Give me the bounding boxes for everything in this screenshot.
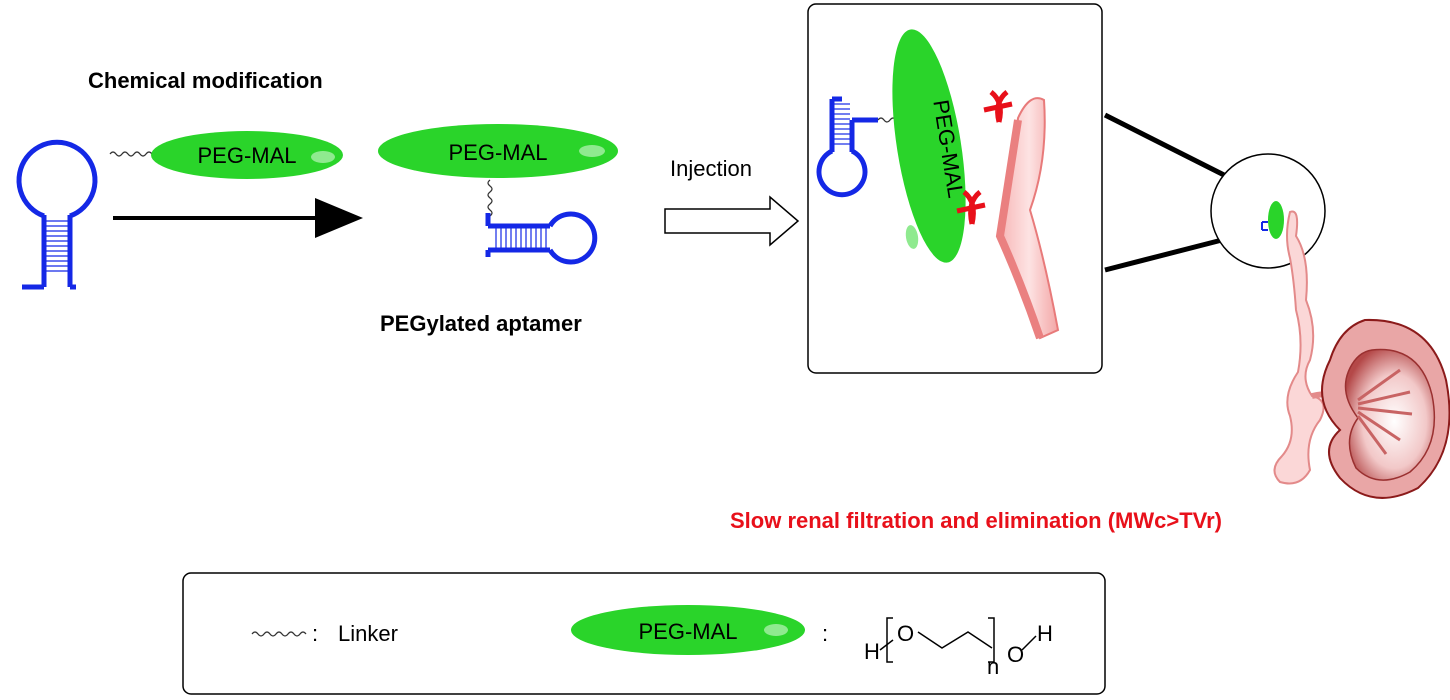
kidney-icon [1321, 318, 1450, 499]
peg-mal-label-reagent: PEG-MAL [197, 143, 296, 168]
legend-separator: : [312, 621, 318, 646]
linker-squiggle [487, 179, 493, 217]
svg-text:n: n [987, 654, 999, 679]
aptamer-hairpin-product [485, 211, 598, 265]
pegylated-aptamer-label: PEGylated aptamer [380, 311, 582, 336]
peg-mini-icon [1268, 201, 1284, 239]
renal-tubule [1273, 210, 1325, 485]
aptamer-hairpin-left [16, 139, 98, 290]
injection-arrow [664, 195, 800, 247]
svg-text:H: H [1037, 621, 1053, 646]
legend-peg-mal-label: PEG-MAL [638, 619, 737, 644]
aptamer-mini-icon [1261, 221, 1268, 231]
chemical-modification-label: Chemical modification [88, 68, 323, 93]
aptamer-hairpin-box [816, 96, 878, 198]
injection-label: Injection [670, 156, 752, 181]
linker-squiggle [109, 151, 153, 157]
vessel-stripe [995, 119, 1044, 340]
peg-highlight [764, 624, 788, 636]
legend-peg-mal-ellipse [571, 605, 805, 655]
peg-highlight [905, 225, 919, 249]
peg-highlight [311, 151, 335, 163]
svg-text:O: O [1007, 642, 1024, 667]
peg-mal-ellipse-reagent [151, 131, 343, 179]
magnifier-circle [1210, 153, 1326, 269]
svg-text:H: H [864, 639, 880, 664]
legend-linker-label: Linker [338, 621, 398, 646]
peg-structural-formula: H O n O H [864, 617, 1053, 679]
zoom-connector-top [1103, 112, 1230, 180]
receptor-icon [983, 90, 1013, 123]
receptor-icon [956, 190, 986, 225]
zoom-connector-bottom [1104, 237, 1223, 273]
slow-renal-filtration-label: Slow renal filtration and elimination (M… [730, 508, 1222, 533]
svg-text:O: O [897, 621, 914, 646]
peg-mal-ellipse-product [378, 124, 618, 178]
peg-highlight [579, 145, 605, 157]
legend-linker-squiggle [251, 631, 307, 637]
peg-mal-ellipse-box [892, 29, 966, 263]
legend-separator: : [822, 621, 828, 646]
peg-mal-label-product: PEG-MAL [448, 140, 547, 165]
